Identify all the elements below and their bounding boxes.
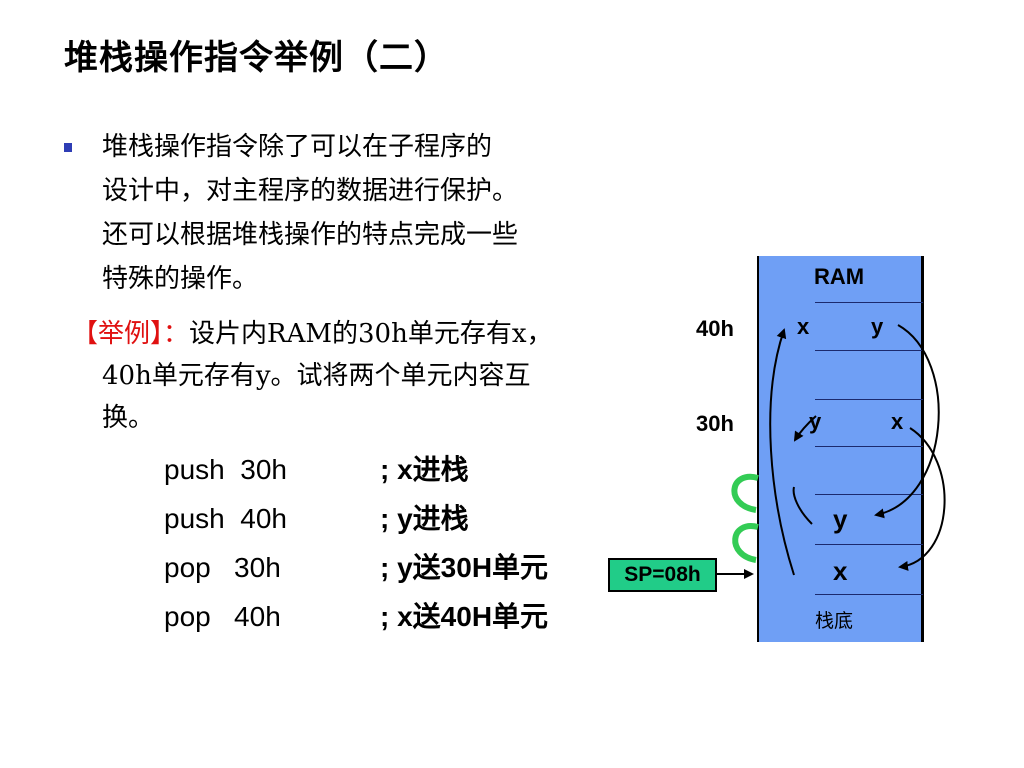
intro-paragraph: 堆栈操作指令除了可以在子程序的 设计中，对主程序的数据进行保护。 还可以根据堆栈…	[102, 125, 662, 301]
paragraph-line: 特殊的操作。	[102, 264, 259, 294]
paragraph-line: 堆栈操作指令除了可以在子程序的	[102, 132, 493, 162]
ram-header: RAM	[813, 264, 865, 289]
bullet-marker	[64, 143, 72, 152]
code-comment: ; x进栈	[380, 454, 469, 485]
push-curl-lower-icon	[732, 523, 759, 563]
paragraph-line: 还可以根据堆栈操作的特点完成一些	[102, 220, 519, 250]
stack-top-value: y	[833, 504, 848, 534]
stack-pointer-box: SP=08h	[608, 558, 717, 592]
example-text: 【举例】：设片内RAM的30h单元存有x， 40h单元存有y。试将两个单元内容互…	[72, 313, 662, 439]
code-comment: ; y进栈	[380, 503, 469, 534]
code-instruction: pop 40h	[164, 601, 281, 632]
stack-next-value: x	[833, 556, 848, 586]
paragraph-line: 设计中，对主程序的数据进行保护。	[102, 176, 519, 206]
example-line-3: 换。	[102, 403, 155, 433]
page-title: 堆栈操作指令举例（二）	[64, 38, 449, 78]
cell-divider	[815, 544, 923, 545]
cell-30h-after: x	[891, 409, 904, 434]
push-x-arrow	[769, 328, 795, 576]
code-instruction: push 40h	[164, 503, 287, 534]
code-instruction: pop 30h	[164, 552, 281, 583]
cell-divider	[815, 350, 923, 351]
cell-30h-before: y	[809, 409, 822, 434]
code-line: pop 30h ; y送30H单元	[164, 546, 548, 586]
example-line-1: 【举例】：设片内RAM的30h单元存有x，	[72, 313, 662, 355]
address-label-30h: 30h	[696, 411, 734, 436]
code-line: pop 40h ; x送40H单元	[164, 595, 548, 635]
example-tag: 【举例】：	[72, 319, 190, 349]
push-y-arrow	[874, 324, 940, 519]
cell-divider	[815, 399, 923, 400]
code-line: push 40h ; y进栈	[164, 497, 469, 537]
cell-40h-after: y	[871, 314, 884, 339]
cell-divider	[815, 494, 923, 495]
pop-x-arrow	[898, 427, 946, 571]
code-instruction: push 30h	[164, 454, 287, 485]
pop-y-to-30h-arrow	[793, 415, 817, 442]
ram-stack-diagram: RAM x y y x y x 栈底	[757, 256, 924, 642]
address-label-40h: 40h	[696, 316, 734, 341]
push-curl-upper-icon	[731, 473, 759, 513]
example-line-2: 40h单元存有y。试将两个单元内容互	[102, 361, 531, 391]
code-comment: ; x送40H单元	[380, 601, 549, 632]
cell-40h-before: x	[797, 314, 810, 339]
cell-divider	[815, 594, 923, 595]
stack-bottom-label: 栈底	[815, 610, 854, 632]
stack-y-stub	[792, 486, 813, 525]
code-comment: ; y送30H单元	[380, 552, 549, 583]
code-line: push 30h ; x进栈	[164, 448, 469, 488]
cell-divider	[815, 302, 923, 303]
cell-divider	[815, 446, 923, 447]
example-line-1-rest: 设片内RAM的30h单元存有x，	[189, 319, 553, 349]
